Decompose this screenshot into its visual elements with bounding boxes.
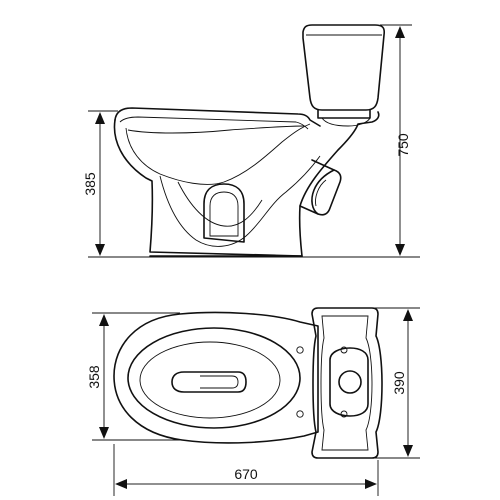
top-view — [113, 307, 383, 459]
tank-bolt — [340, 346, 348, 354]
drain-opening — [171, 371, 247, 393]
flush-valve-top — [338, 370, 362, 394]
bowl-rim-inner — [119, 116, 309, 130]
bowl-seat — [127, 327, 301, 429]
dim-total-height: 750 — [380, 24, 412, 256]
outlet-pipe-inner — [315, 179, 327, 207]
flush-valve — [317, 109, 371, 119]
tank-bolt — [340, 410, 348, 418]
dim-bowl-width: 358 — [86, 312, 180, 441]
dim-total-height-label: 750 — [395, 133, 411, 157]
bowl-rim — [114, 107, 321, 127]
drain-inner — [200, 375, 239, 389]
bolt-hole — [296, 346, 304, 354]
bowl-inner-2 — [127, 125, 305, 134]
bowl-opening — [139, 341, 281, 419]
dim-tank-width-label: 390 — [391, 371, 407, 395]
dim-tank-width: 390 — [372, 307, 420, 459]
outlet-pipe-end — [311, 169, 335, 215]
dim-seat-height-label: 385 — [82, 172, 98, 196]
tank-connector — [321, 117, 371, 127]
dim-bowl-width-label: 358 — [86, 365, 102, 389]
dim-seat-height: 385 — [82, 110, 118, 258]
flush-mechanism — [329, 347, 369, 417]
tank-inner — [320, 315, 373, 451]
tank-outline — [311, 307, 383, 459]
cistern-tank — [302, 24, 386, 111]
dim-total-length-label: 670 — [234, 466, 258, 482]
bowl-inner — [125, 123, 311, 185]
dim-total-length: 670 — [113, 444, 379, 496]
bolt-hole — [296, 410, 304, 418]
trapway-2 — [177, 181, 263, 227]
side-view — [95, 24, 420, 258]
siphon-opening-outer — [203, 183, 245, 243]
outlet-pipe — [299, 159, 342, 216]
bowl-outline — [113, 311, 319, 444]
siphon-opening-inner — [209, 191, 239, 237]
trapway — [159, 155, 321, 247]
